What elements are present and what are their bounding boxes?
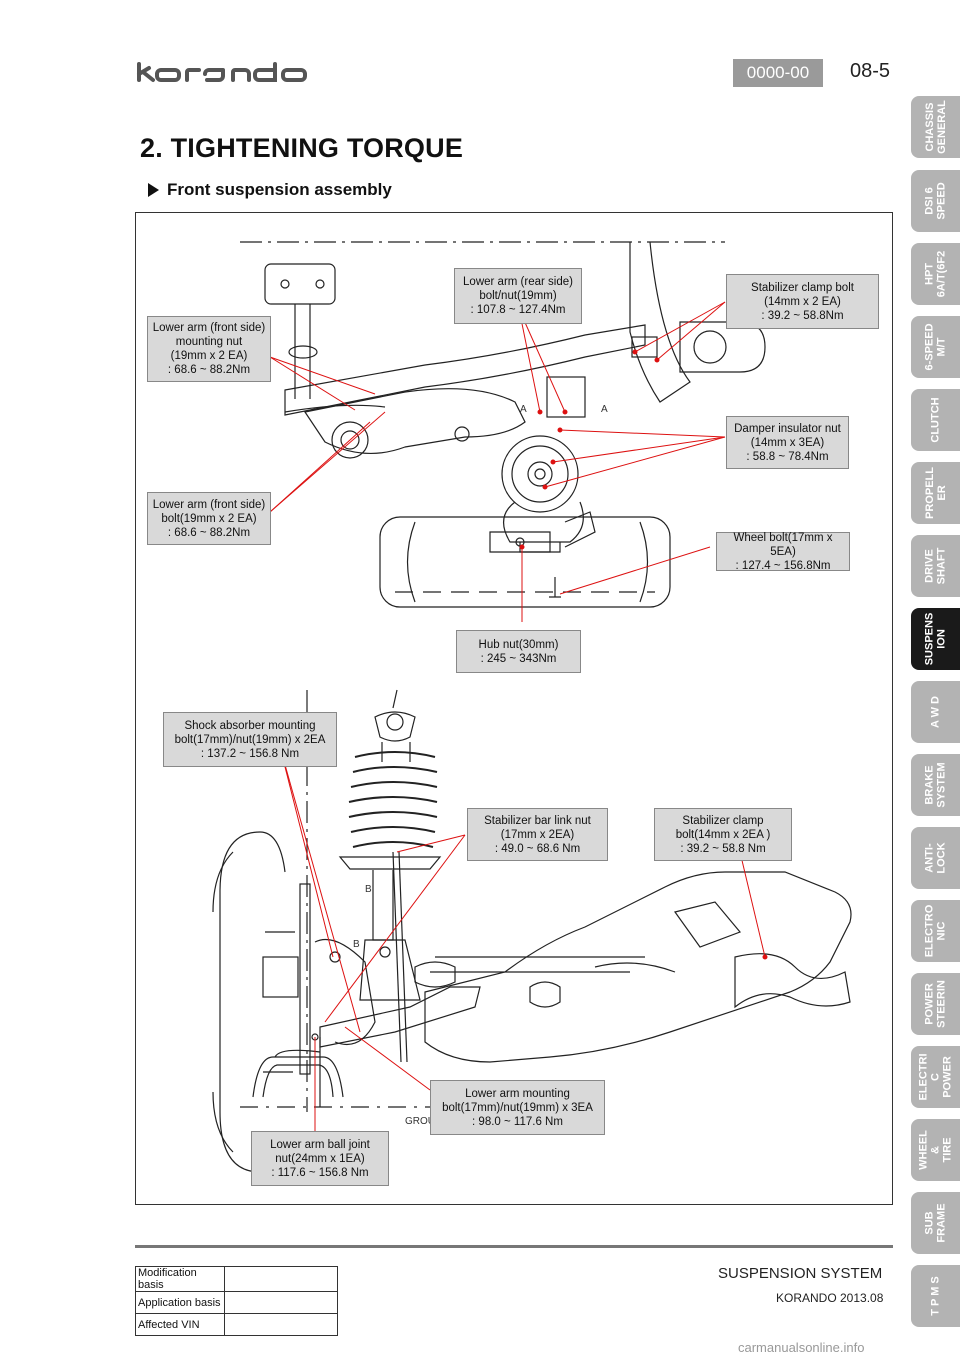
tab-label: SUB FRAME [923,1203,948,1243]
row-label: Affected VIN [135,1313,225,1336]
section-code-badge: 0000-00 [733,59,823,87]
tab-label: CHASSIS GENERAL [923,100,948,154]
row-value [224,1266,338,1292]
tab-label: BRAKE SYSTEM [923,762,948,808]
tab-label: WHEEL & TIRE [917,1130,954,1170]
callout-lower-arm-front-nut: Lower arm (front side) mounting nut (19m… [147,316,271,382]
tab-awd[interactable]: A W D [911,681,960,743]
section-marker-a-left: A [520,404,527,415]
footer-section-title: SUSPENSION SYSTEM [718,1265,883,1282]
tab-label: ELECTRI C POWER [917,1053,954,1101]
watermark: carmanualsonline.info [738,1340,865,1355]
tab-anti-lock[interactable]: ANTI- LOCK [911,827,960,889]
triangle-bullet-icon [148,183,159,197]
tab-label: 6-SPEED M/T [923,323,948,371]
row-label: Application basis [135,1291,225,1314]
tab-label: A W D [929,696,942,728]
tab-tpms[interactable]: T P M S [911,1265,960,1327]
section-marker-b-top: B [365,884,372,895]
footer-divider [135,1245,893,1248]
tab-label: POWER STEERIN [923,980,948,1028]
korando-logo [137,62,307,82]
ground-label: GROU [405,1116,435,1127]
table-row: Affected VIN [135,1313,338,1336]
callout-stabilizer-clamp-bolt: Stabilizer clamp bolt (14mm x 2 EA) : 39… [726,274,879,329]
tab-label: T P M S [929,1276,942,1316]
tab-drive-shaft[interactable]: DRIVE SHAFT [911,535,960,597]
tab-brake-system[interactable]: BRAKE SYSTEM [911,754,960,816]
section-subtitle-text: Front suspension assembly [167,180,392,199]
tab-label: DSI 6 SPEED [923,182,948,220]
row-label: Modification basis [135,1266,225,1292]
callout-lower-arm-mounting-bolt: Lower arm mounting bolt(17mm)/nut(19mm) … [430,1080,605,1135]
diagram-frame [135,212,893,1205]
footer-model: KORANDO 2013.08 [776,1291,884,1305]
tab-label: ELECTRO NIC [923,904,948,958]
callout-lower-arm-front-bolt: Lower arm (front side) bolt(19mm x 2 EA)… [147,492,271,545]
section-marker-a-right: A [601,404,608,415]
callout-stabilizer-clamp-bolt-2: Stabilizer clamp bolt(14mm x 2EA ) : 39.… [654,808,792,861]
section-subtitle: Front suspension assembly [148,180,392,200]
suspension-diagram: A A B B GROU [212,241,852,1173]
tab-electric-power[interactable]: ELECTRI C POWER [911,1046,960,1108]
tab-sub-frame[interactable]: SUB FRAME [911,1192,960,1254]
tab-label: HPT 6A/T(6F2 [923,250,948,298]
callout-lower-arm-rear-bolt: Lower arm (rear side) bolt/nut(19mm) : 1… [454,268,582,324]
tab-label: ANTI- LOCK [923,842,948,874]
tab-hpt-6at[interactable]: HPT 6A/T(6F2 [911,243,960,305]
tab-chassis-general[interactable]: CHASSIS GENERAL [911,96,960,158]
section-marker-b-bottom: B [353,939,360,950]
callout-hub-nut: Hub nut(30mm) : 245 ~ 343Nm [456,630,581,673]
tab-label: SUSPENS ION [923,612,948,666]
callout-wheel-bolt: Wheel bolt(17mm x 5EA) : 127.4 ~ 156.8Nm [716,532,850,572]
callout-lower-arm-ball-joint-nut: Lower arm ball joint nut(24mm x 1EA) : 1… [251,1131,389,1186]
callout-damper-insulator-nut: Damper insulator nut (14mm x 3EA) : 58.8… [726,416,849,469]
page-title: 2. TIGHTENING TORQUE [140,133,464,163]
tab-wheel-tire[interactable]: WHEEL & TIRE [911,1119,960,1181]
tab-clutch[interactable]: CLUTCH [911,389,960,451]
revision-info-table: Modification basis Application basis Aff… [135,1266,338,1336]
tab-label: PROPELL ER [923,467,948,519]
tab-suspension[interactable]: SUSPENS ION [911,608,960,670]
tab-6-speed-mt[interactable]: 6-SPEED M/T [911,316,960,378]
row-value [224,1291,338,1314]
table-row: Application basis [135,1291,338,1314]
tab-dsi-6-speed[interactable]: DSI 6 SPEED [911,170,960,232]
page-number: 08-5 [850,60,891,82]
table-row: Modification basis [135,1266,338,1292]
tab-label: CLUTCH [929,397,942,443]
tab-propeller[interactable]: PROPELL ER [911,462,960,524]
tab-electronic[interactable]: ELECTRO NIC [911,900,960,962]
callout-shock-absorber-mounting: Shock absorber mounting bolt(17mm)/nut(1… [163,712,337,767]
tab-label: DRIVE SHAFT [923,547,948,585]
chapter-tabs: CHASSIS GENERAL DSI 6 SPEED HPT 6A/T(6F2… [911,0,960,1358]
row-value [224,1313,338,1336]
callout-stabilizer-bar-link-nut: Stabilizer bar link nut (17mm x 2EA) : 4… [467,808,608,861]
tab-power-steering[interactable]: POWER STEERIN [911,973,960,1035]
